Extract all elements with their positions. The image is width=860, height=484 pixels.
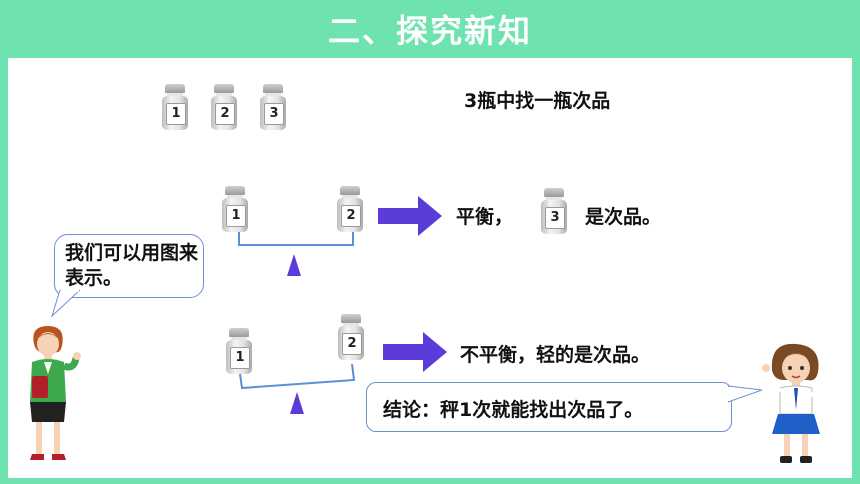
bottle-label: 1 bbox=[230, 347, 250, 369]
bubble-text: 我们可以用图来表示。 bbox=[65, 242, 199, 289]
scale2-beam bbox=[239, 363, 356, 390]
balanced-result-suffix: 是次品。 bbox=[585, 206, 662, 228]
right-arrow-icon bbox=[378, 196, 442, 236]
bottle-label: 2 bbox=[341, 205, 361, 227]
scale2-left-bottle: 1 bbox=[226, 328, 252, 374]
problem-title: 3瓶中找一瓶次品 bbox=[464, 90, 611, 112]
scale1-left-bottle: 1 bbox=[222, 186, 248, 232]
bottle-label: 2 bbox=[215, 103, 235, 125]
right-arrow-icon bbox=[383, 332, 447, 372]
bottle-3: 3 bbox=[260, 84, 286, 130]
student-figure-icon bbox=[762, 343, 824, 463]
balanced-result-prefix: 平衡， bbox=[456, 206, 514, 228]
bubble-tail bbox=[50, 290, 81, 318]
scale1-beam bbox=[238, 232, 354, 246]
teacher-speech-bubble: 我们可以用图来表示。 bbox=[54, 234, 204, 298]
scale1-right-bottle: 2 bbox=[337, 186, 363, 232]
bottle-label: 1 bbox=[226, 205, 246, 227]
conclusion-text: 结论：秤1次就能找出次品了。 bbox=[383, 399, 644, 421]
bottle-label: 3 bbox=[545, 207, 565, 229]
conclusion-box: 结论：秤1次就能找出次品了。 bbox=[366, 382, 732, 432]
result-bottle-3: 3 bbox=[541, 188, 567, 234]
bottle-label: 1 bbox=[166, 103, 186, 125]
unbalanced-result: 不平衡，轻的是次品。 bbox=[460, 344, 651, 366]
header-bar: 二、探究新知 bbox=[0, 0, 860, 56]
bottle-2: 2 bbox=[211, 84, 237, 130]
conclusion-bubble-tail bbox=[728, 385, 763, 403]
page-title: 二、探究新知 bbox=[327, 12, 532, 50]
bottle-1: 1 bbox=[162, 84, 188, 130]
bottle-label: 2 bbox=[342, 333, 362, 355]
scale2-right-bottle: 2 bbox=[338, 314, 364, 360]
scale2-fulcrum bbox=[290, 392, 304, 414]
bottle-label: 3 bbox=[264, 103, 284, 125]
teacher-figure-icon bbox=[30, 326, 81, 460]
scale1-fulcrum bbox=[287, 254, 301, 276]
